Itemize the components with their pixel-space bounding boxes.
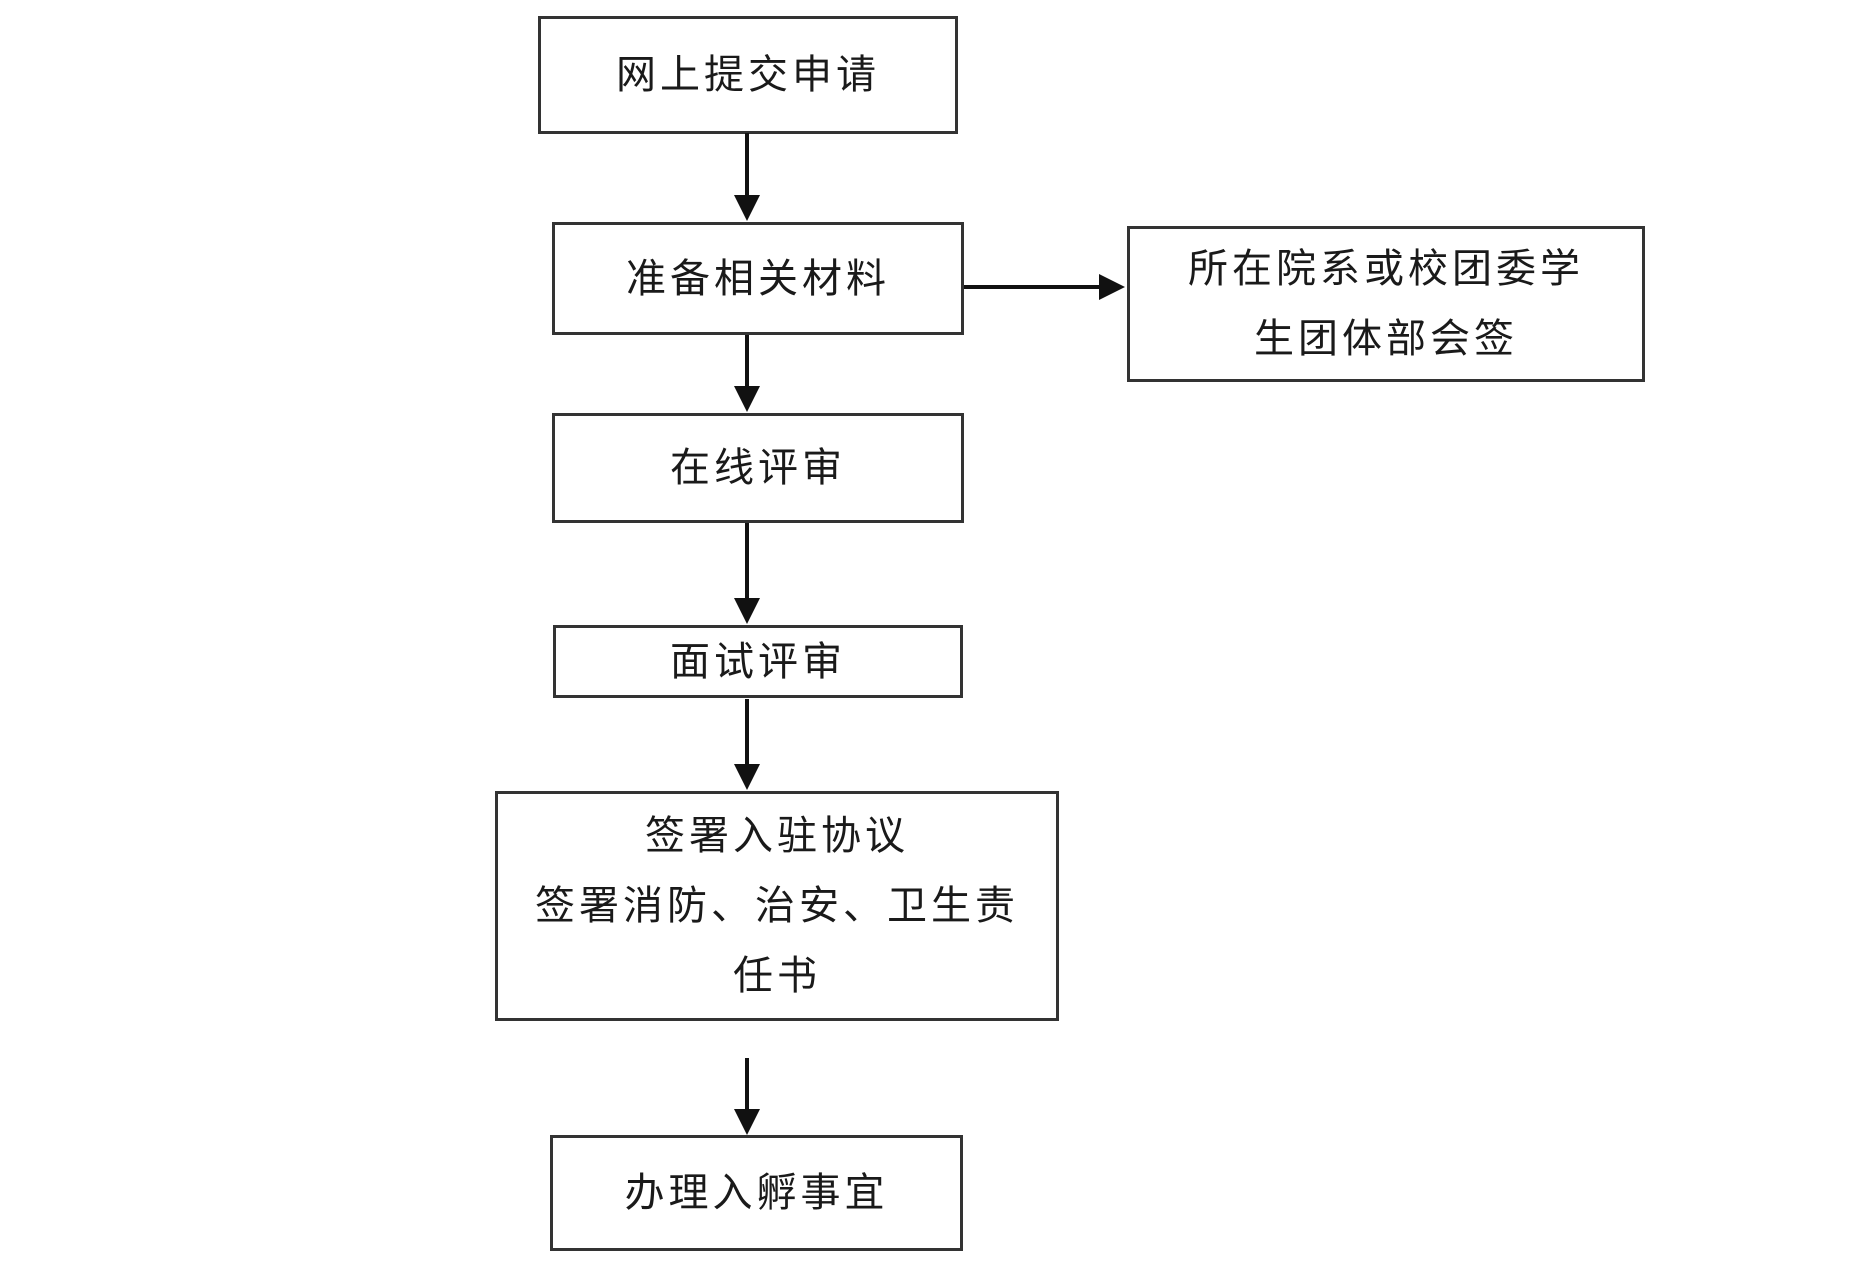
node-incubation-matters: 办理入孵事宜 xyxy=(550,1135,963,1251)
arrow-shaft xyxy=(745,335,749,388)
node-incubation-matters-label: 办理入孵事宜 xyxy=(624,1170,889,1216)
arrow-down-3 xyxy=(734,523,760,624)
arrowhead-down-icon xyxy=(734,764,760,790)
node-prepare-materials: 准备相关材料 xyxy=(552,222,964,335)
node-countersign: 所在院系或校团委学 生团体部会签 xyxy=(1127,226,1645,382)
node-sign-agreements-line2: 签署消防、治安、卫生责 xyxy=(535,883,1019,929)
arrow-down-2 xyxy=(734,335,760,412)
node-sign-agreements-line3: 任书 xyxy=(733,953,821,999)
node-interview-review: 面试评审 xyxy=(553,625,963,698)
arrowhead-down-icon xyxy=(734,598,760,624)
node-submit-application-label: 网上提交申请 xyxy=(616,52,880,98)
arrowhead-right-icon xyxy=(1099,274,1125,300)
arrow-down-1 xyxy=(734,133,760,221)
node-sign-agreements: 签署入驻协议 签署消防、治安、卫生责 任书 xyxy=(495,791,1059,1021)
arrow-right-countersign xyxy=(964,274,1125,300)
arrowhead-down-icon xyxy=(734,195,760,221)
node-submit-application: 网上提交申请 xyxy=(538,16,958,134)
arrow-shaft xyxy=(745,699,749,766)
arrow-down-5 xyxy=(734,1058,760,1135)
arrowhead-down-icon xyxy=(734,1109,760,1135)
arrow-shaft xyxy=(745,133,749,197)
node-interview-review-label: 面试评审 xyxy=(670,638,846,685)
node-prepare-materials-label: 准备相关材料 xyxy=(626,255,890,302)
node-countersign-line2: 生团体部会签 xyxy=(1254,316,1518,362)
arrowhead-down-icon xyxy=(734,386,760,412)
arrow-shaft xyxy=(745,1058,749,1111)
node-countersign-line1: 所在院系或校团委学 xyxy=(1188,246,1584,292)
arrow-shaft xyxy=(964,285,1101,289)
node-sign-agreements-line1: 签署入驻协议 xyxy=(645,813,909,859)
node-online-review-label: 在线评审 xyxy=(670,445,846,491)
arrow-shaft xyxy=(745,523,749,600)
node-online-review: 在线评审 xyxy=(552,413,964,523)
arrow-down-4 xyxy=(734,699,760,790)
